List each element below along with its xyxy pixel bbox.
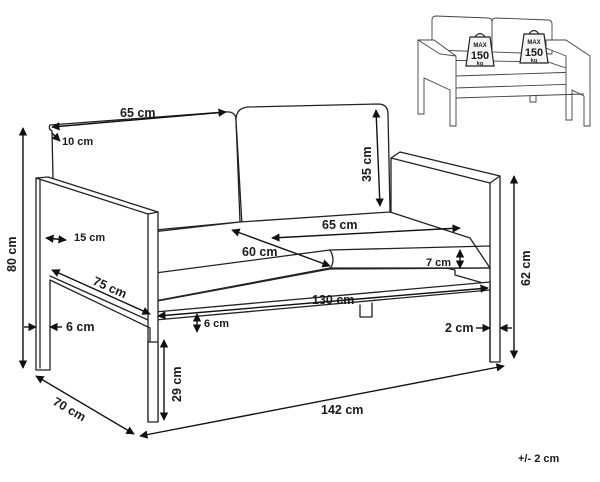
label-leg-width: 6 cm [66,320,95,334]
badge-right-line1: MAX [527,40,540,46]
label-seat-thickness: 7 cm [426,257,451,269]
badge-left-line3: kg [477,61,483,67]
dimension-labels: 65 cm 10 cm 35 cm 15 cm 65 cm 60 cm 7 cm… [5,106,559,465]
label-tolerance: +/- 2 cm [518,453,559,465]
label-arm-width: 15 cm [74,232,105,244]
label-total-height: 80 cm [5,237,19,272]
label-seat-width: 65 cm [322,218,357,232]
label-arm-height: 62 cm [519,251,533,286]
label-total-depth: 70 cm [51,394,89,424]
badge-right-line3: kg [531,58,537,64]
dimension-lines [18,108,519,439]
label-leg-side: 2 cm [445,321,474,335]
label-seat-height: 29 cm [170,367,184,402]
label-seat-depth: 60 cm [242,245,277,259]
label-frame-thickness: 6 cm [204,318,229,330]
label-inner-width: 130 cm [312,293,354,307]
badge-right-line2: 150 [525,47,543,59]
label-back-width: 65 cm [120,106,155,120]
badge-left-line2: 150 [471,50,489,62]
thumbnail-sofa: MAX 150 kg MAX 150 kg [417,8,591,128]
badge-left-line1: MAX [473,43,486,49]
label-back-height: 35 cm [360,147,374,182]
label-back-thickness: 10 cm [62,136,93,148]
weight-badge-right-icon: MAX 150 kg [519,29,549,64]
weight-badge-left-icon: MAX 150 kg [465,32,495,67]
label-total-width: 142 cm [321,403,363,417]
